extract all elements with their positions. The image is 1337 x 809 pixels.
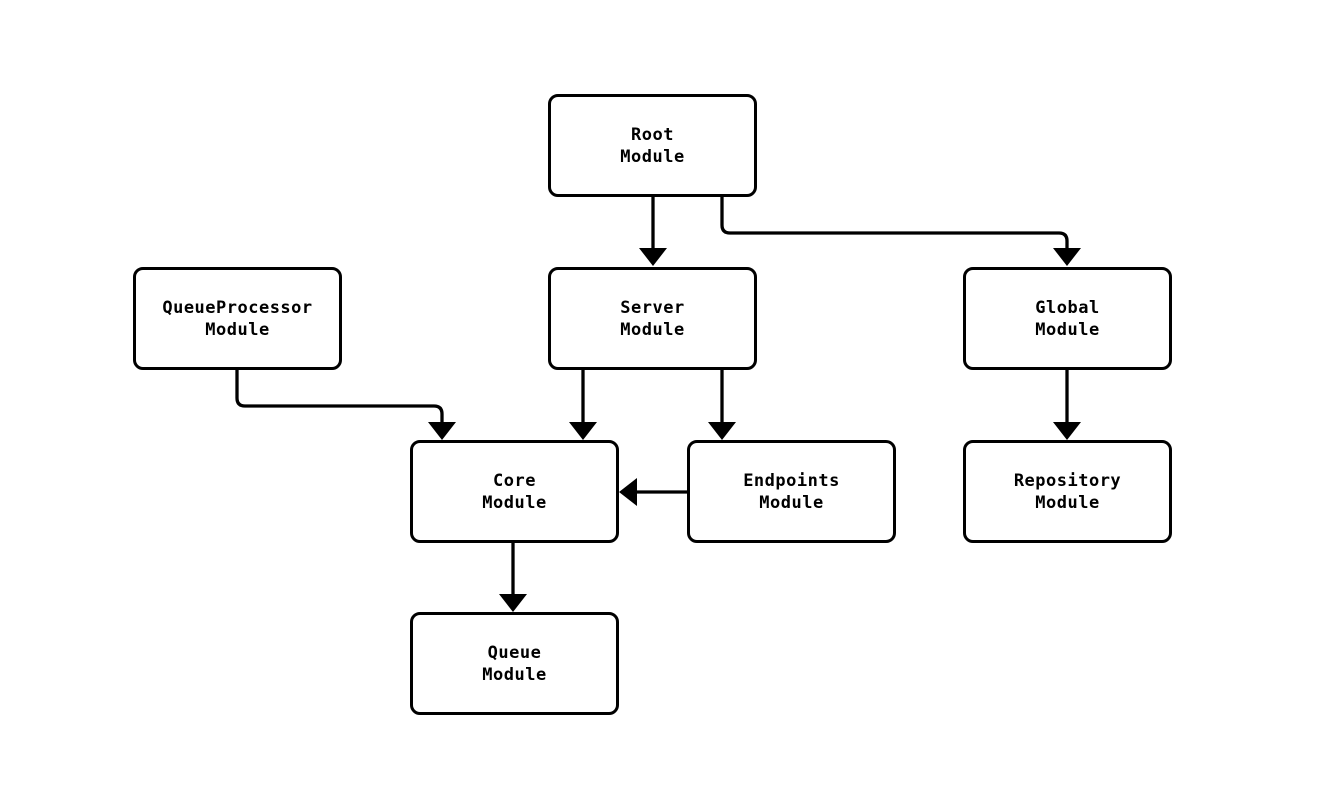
node-label-line: Core bbox=[493, 470, 536, 491]
edge-endpoints-to-core bbox=[619, 478, 687, 506]
node-label-line: QueueProcessor bbox=[162, 297, 313, 318]
arrowhead-down-icon bbox=[1053, 248, 1081, 266]
node-label-line: Module bbox=[1035, 492, 1100, 513]
node-endpoints-module: Endpoints Module bbox=[687, 440, 896, 543]
arrowhead-left-icon bbox=[619, 478, 637, 506]
arrowhead-down-icon bbox=[569, 422, 597, 440]
arrowhead-down-icon bbox=[708, 422, 736, 440]
arrowhead-down-icon bbox=[428, 422, 456, 440]
node-root-module: Root Module bbox=[548, 94, 757, 197]
edge-server-to-endpoints bbox=[708, 370, 736, 440]
node-label-line: Module bbox=[620, 146, 685, 167]
node-repository-module: Repository Module bbox=[963, 440, 1172, 543]
arrowhead-down-icon bbox=[639, 248, 667, 266]
node-label-line: Module bbox=[482, 664, 547, 685]
node-label-line: Module bbox=[1035, 319, 1100, 340]
node-label-line: Module bbox=[620, 319, 685, 340]
node-label-line: Root bbox=[631, 124, 674, 145]
node-label-line: Repository bbox=[1013, 470, 1122, 491]
edge-root-to-server bbox=[639, 197, 667, 266]
node-label-line: Module bbox=[759, 492, 824, 513]
edge-core-to-queue bbox=[499, 543, 527, 612]
edge-global-to-repository bbox=[1053, 370, 1081, 440]
edge-queueprocessor-to-core bbox=[235, 370, 456, 440]
node-label-line: Server bbox=[620, 297, 685, 318]
edge-root-to-global bbox=[720, 197, 1081, 266]
node-label-line: Module bbox=[205, 319, 270, 340]
node-global-module: Global Module bbox=[963, 267, 1172, 370]
node-label-line: Queue bbox=[487, 642, 542, 663]
node-core-module: Core Module bbox=[410, 440, 619, 543]
arrowhead-down-icon bbox=[499, 594, 527, 612]
node-queue-module: Queue Module bbox=[410, 612, 619, 715]
edge-server-to-core bbox=[569, 370, 597, 440]
node-label-line: Module bbox=[482, 492, 547, 513]
node-label-line: Endpoints bbox=[743, 470, 840, 491]
node-queueprocessor-module: QueueProcessor Module bbox=[133, 267, 342, 370]
arrowhead-down-icon bbox=[1053, 422, 1081, 440]
node-label-line: Global bbox=[1035, 297, 1100, 318]
node-server-module: Server Module bbox=[548, 267, 757, 370]
